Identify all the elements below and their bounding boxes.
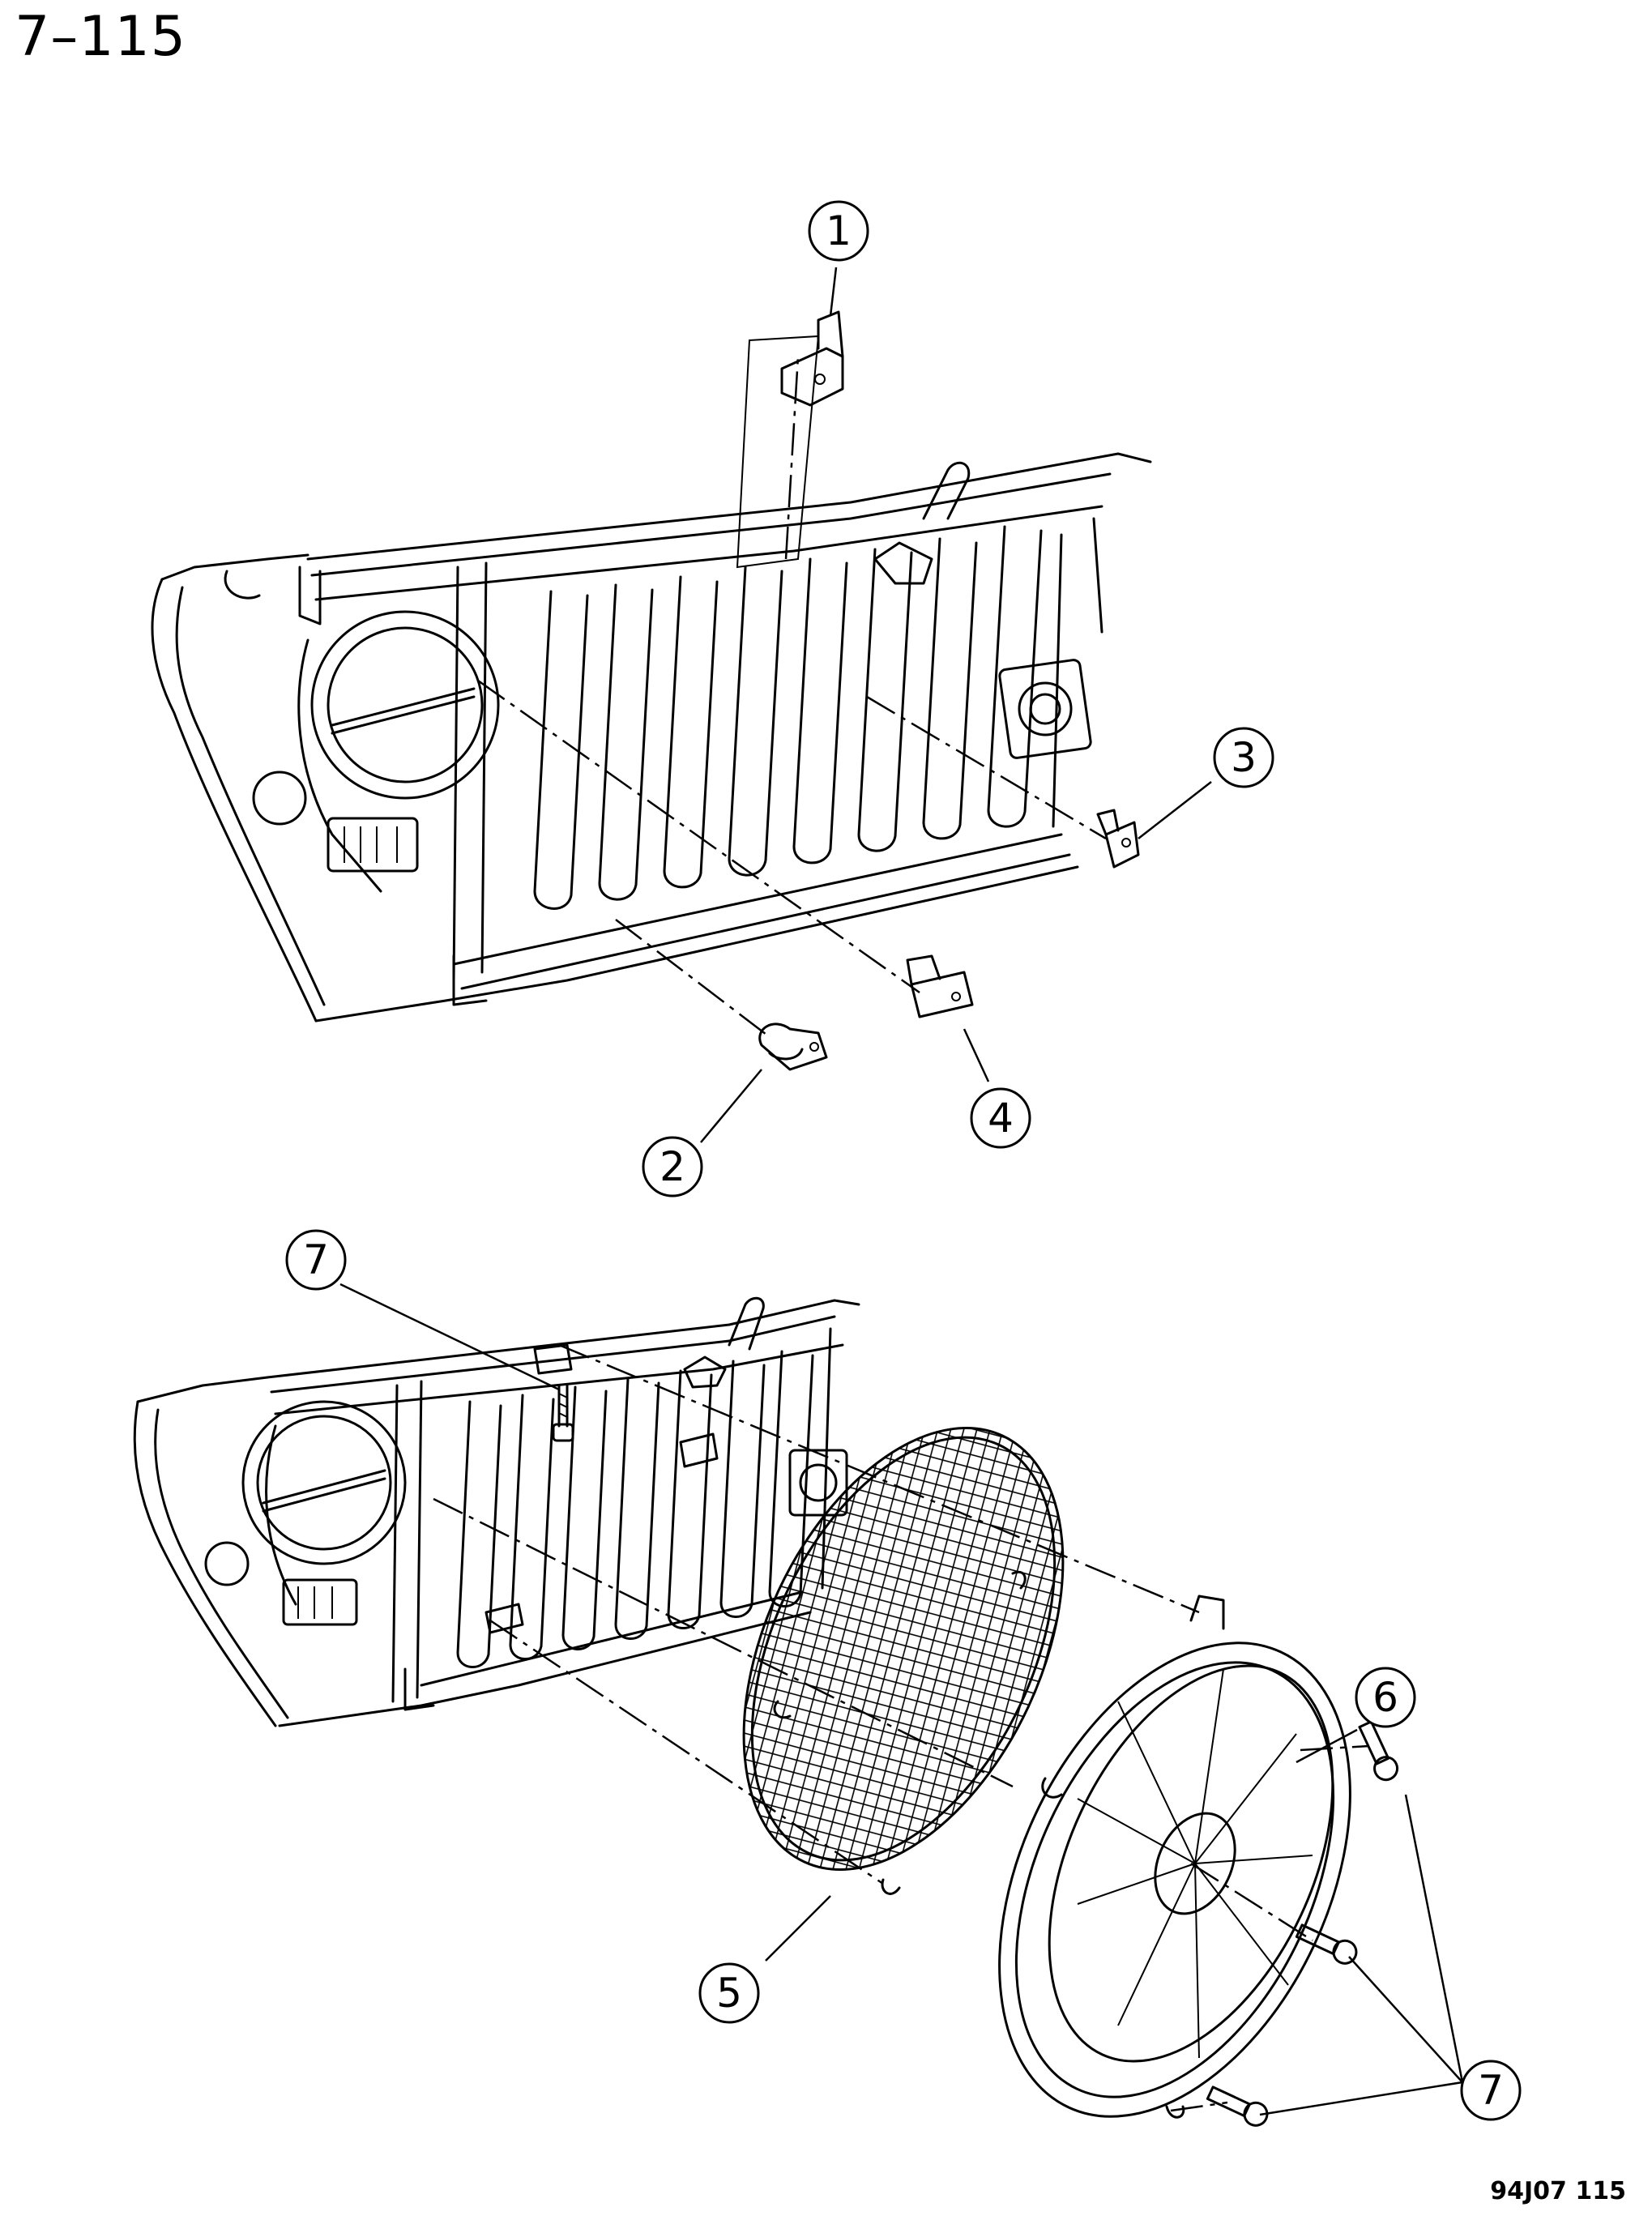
fan-guard-part-5 [742,1427,1065,1895]
callout-label: 6 [1372,1674,1398,1721]
figure-code: 94J07 115 [1490,2177,1626,2205]
callout-1: 1 [808,200,869,262]
callout-label: 4 [988,1095,1014,1142]
callout-label: 3 [1231,734,1257,781]
screws-part-7-fan [1206,1720,1399,2127]
callout-2: 2 [642,1136,703,1198]
callout-5: 5 [698,1962,760,2024]
callout-label: 1 [826,207,852,254]
bracket-part-4 [906,954,974,1018]
callout-3: 3 [1213,727,1274,788]
callout-4: 4 [970,1087,1031,1149]
bracket-part-1 [736,310,844,569]
screw-part-7-upper [552,1384,574,1442]
callout-7-upper: 7 [285,1229,347,1291]
fan-assembly-part-6 [998,1595,1351,2119]
callout-6: 6 [1355,1667,1416,1728]
callout-7-lower: 7 [1460,2060,1522,2121]
callout-label: 5 [716,1970,742,2017]
grille-panel-lower [133,1296,860,1727]
clip-part-2 [758,1022,828,1071]
grille-panel-upper [151,452,1152,1022]
callout-label: 2 [660,1143,685,1190]
callout-label: 7 [303,1236,329,1283]
callout-label: 7 [1478,2067,1504,2114]
page-number: 7–115 [15,5,187,69]
bracket-part-3 [1096,809,1140,869]
